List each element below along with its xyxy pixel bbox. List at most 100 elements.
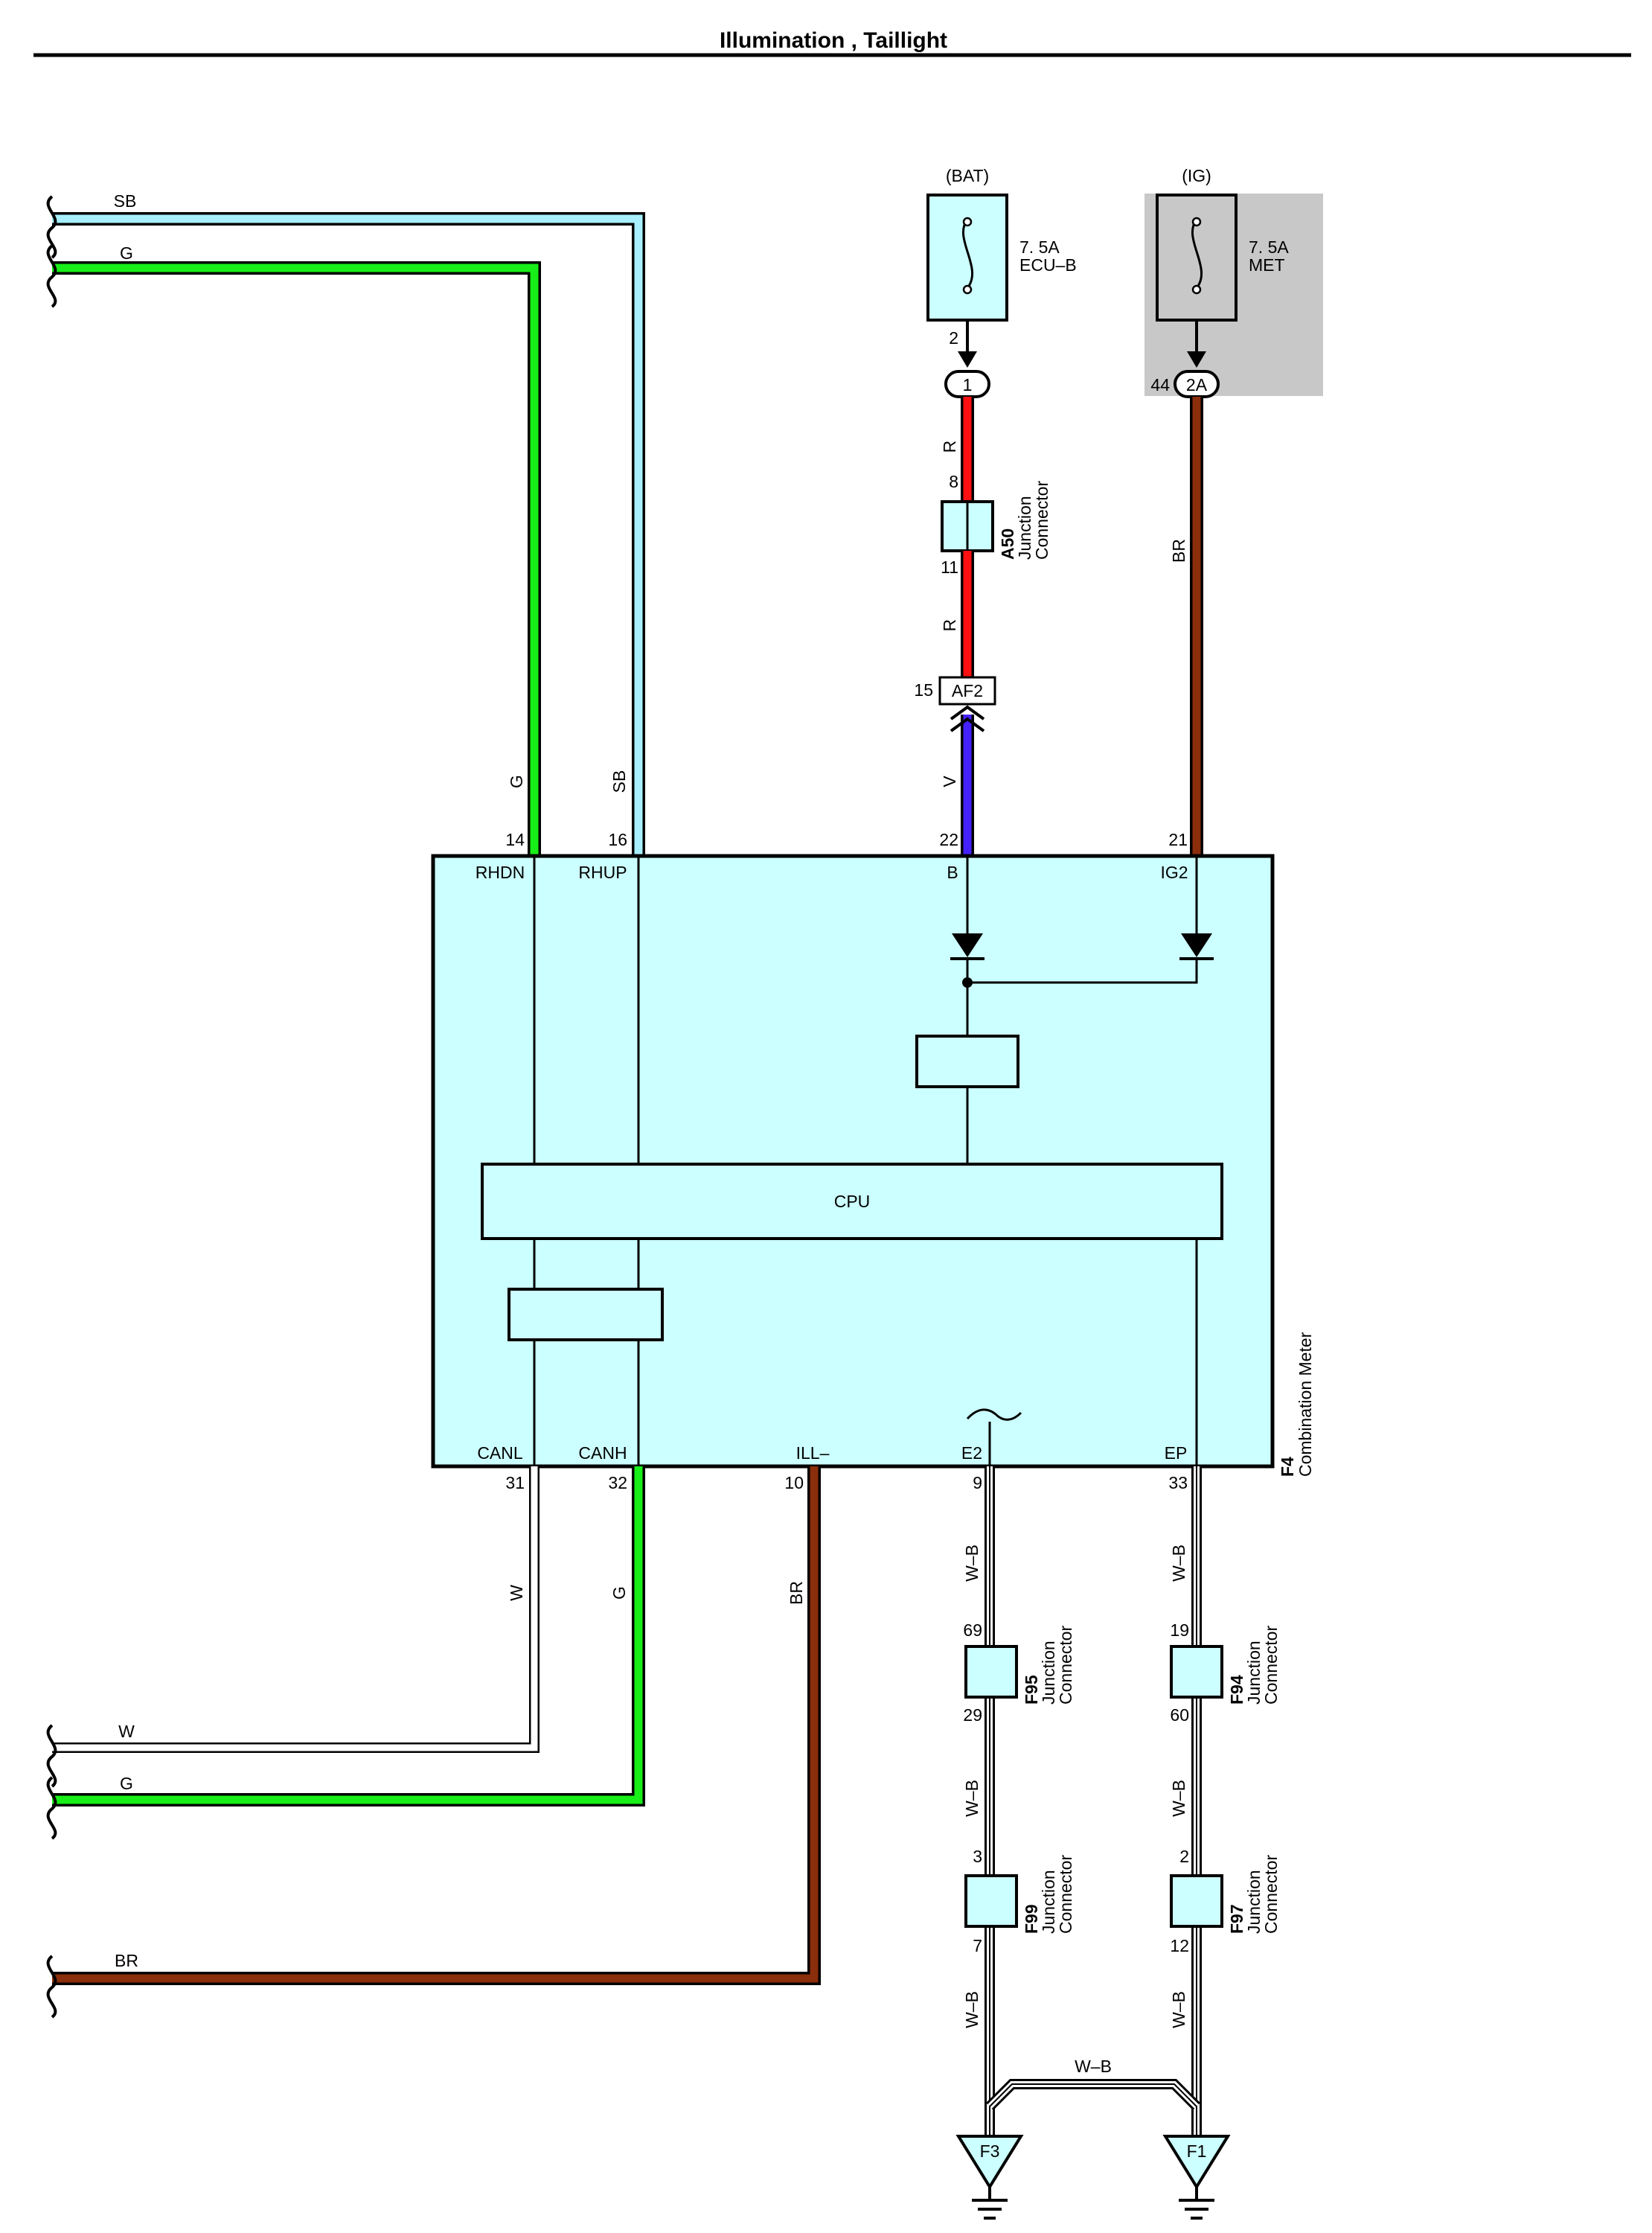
f94-junction-connector [1170, 1645, 1223, 1699]
diagram-title: Illumination , Taillight [720, 28, 947, 53]
wire-label-e2-3: W–B [962, 1991, 982, 2028]
ig-supply-label: (IG) [1182, 166, 1211, 185]
a50-pin-lower: 11 [941, 558, 958, 577]
fuse-element-icon [1191, 219, 1203, 289]
f99-pin-in: 3 [973, 1847, 982, 1866]
combination-meter-module [431, 854, 1275, 1469]
terminal-ep: EP [1165, 1443, 1188, 1463]
fuse-terminal-icon [1191, 284, 1202, 295]
ground-f1-label: F1 [1187, 2141, 1207, 2161]
f99-line1: Junction [1039, 1870, 1058, 1934]
ecu-b-fuse-name: ECU–B [1019, 255, 1077, 275]
terminal-rhup: RHUP [578, 863, 627, 882]
pin-16: 16 [608, 830, 627, 849]
wire-label-e2-1: W–B [962, 1544, 982, 1582]
bat-fuse-pin: 2 [949, 328, 958, 348]
junction-dot [962, 977, 973, 988]
diode-b-icon [952, 933, 983, 957]
wire-label-g-top: G [120, 243, 133, 263]
wire-label-r-lower: R [940, 619, 959, 632]
can-transceiver-block [508, 1288, 664, 1341]
ig-fuse-pin: 44 [1150, 375, 1170, 394]
internal-line [967, 959, 1198, 984]
wire-label-ep-2: W–B [1169, 1780, 1188, 1817]
wire-w-canl [52, 1466, 540, 1753]
f95-pin-out: 29 [963, 1705, 982, 1725]
wire-break-w [46, 1724, 57, 1788]
fuse-terminal-icon [962, 284, 973, 295]
regulator-block [915, 1035, 1019, 1088]
cpu-label: CPU [834, 1192, 871, 1211]
wire-label-e2-2: W–B [962, 1780, 982, 1817]
wire-label-br-left: BR [115, 1951, 138, 1970]
wire-g-canh [52, 1466, 645, 1806]
wire-g-top [52, 261, 541, 856]
module-name: Combination Meter [1296, 1332, 1315, 1477]
wire-label-rhdn: G [507, 775, 526, 788]
arrow-down-icon [958, 351, 977, 368]
wire-break-g-bottom [46, 1776, 57, 1840]
f97-pin-out: 12 [1170, 1936, 1189, 1955]
f99-junction-connector [964, 1874, 1018, 1928]
noise-filter-icon [966, 1408, 1022, 1421]
pin-22: 22 [939, 830, 958, 849]
pin-9: 9 [973, 1473, 982, 1492]
met-fuse-name: MET [1249, 255, 1285, 275]
diode-ig2-icon [1181, 933, 1212, 957]
a50-id: A50 [998, 528, 1017, 560]
terminal-ig2: IG2 [1160, 863, 1188, 882]
pin-10: 10 [784, 1473, 804, 1492]
wire-label-canh: G [609, 1586, 629, 1600]
af2-label: AF2 [952, 681, 983, 700]
f99-id: F99 [1022, 1904, 1041, 1934]
module-id: F4 [1278, 1457, 1297, 1477]
f94-id: F94 [1227, 1675, 1246, 1705]
f97-junction-connector [1170, 1874, 1223, 1928]
f94-pin-in: 19 [1170, 1620, 1189, 1640]
f95-line1: Junction [1039, 1641, 1058, 1705]
f97-line1: Junction [1244, 1870, 1264, 1934]
fuse-terminal-icon [1191, 217, 1202, 227]
f94-line1: Junction [1244, 1641, 1264, 1705]
wire-label-sb: SB [114, 191, 137, 211]
wire-label-w-left: W [118, 1722, 135, 1741]
f95-pin-in: 69 [963, 1620, 982, 1640]
wire-sb-top [52, 212, 645, 856]
wire-break-g-top [46, 244, 57, 308]
bat-connector-label: 1 [963, 375, 973, 394]
terminal-ill: ILL– [796, 1443, 830, 1463]
wire-br-ill [52, 1466, 821, 1985]
fuse-terminal-icon [962, 217, 973, 227]
ground-f1-icon [1162, 2135, 1231, 2220]
wire-label-ep-3: W–B [1169, 1991, 1188, 2028]
wire-break-br [46, 1955, 57, 2019]
wire-label-ep-1: W–B [1169, 1544, 1188, 1582]
ecu-b-fuse-rating: 7. 5A [1019, 237, 1060, 257]
wire-break-sb [46, 195, 57, 259]
arrow-down-icon [1187, 351, 1206, 368]
a50-pin-upper: 8 [949, 472, 958, 491]
a50-line1: Junction [1015, 496, 1034, 560]
f95-id: F95 [1022, 1675, 1041, 1705]
wire-label-r-upper: R [940, 441, 959, 453]
f94-line2: Connector [1261, 1626, 1281, 1705]
met-fuse-rating: 7. 5A [1249, 237, 1289, 257]
f99-pin-out: 7 [973, 1936, 982, 1955]
wire-label-canl: W [507, 1585, 526, 1601]
a50-line2: Connector [1032, 481, 1051, 560]
pin-14: 14 [505, 830, 525, 849]
terminal-e2: E2 [961, 1443, 982, 1463]
pin-32: 32 [608, 1473, 627, 1492]
pin-33: 33 [1168, 1473, 1188, 1492]
wire-label-g-bottom: G [120, 1774, 133, 1793]
ecu-b-fuse [926, 194, 1008, 322]
wire-label-v: V [940, 776, 959, 788]
wire-label-br-ig: BR [1169, 539, 1188, 563]
ground-f3-label: F3 [980, 2141, 1000, 2161]
wire-label-rhup: SB [609, 770, 629, 793]
f97-pin-in: 2 [1179, 1847, 1189, 1866]
pin-31: 31 [505, 1473, 525, 1492]
f95-junction-connector [964, 1645, 1018, 1699]
cpu-block [481, 1163, 1223, 1240]
